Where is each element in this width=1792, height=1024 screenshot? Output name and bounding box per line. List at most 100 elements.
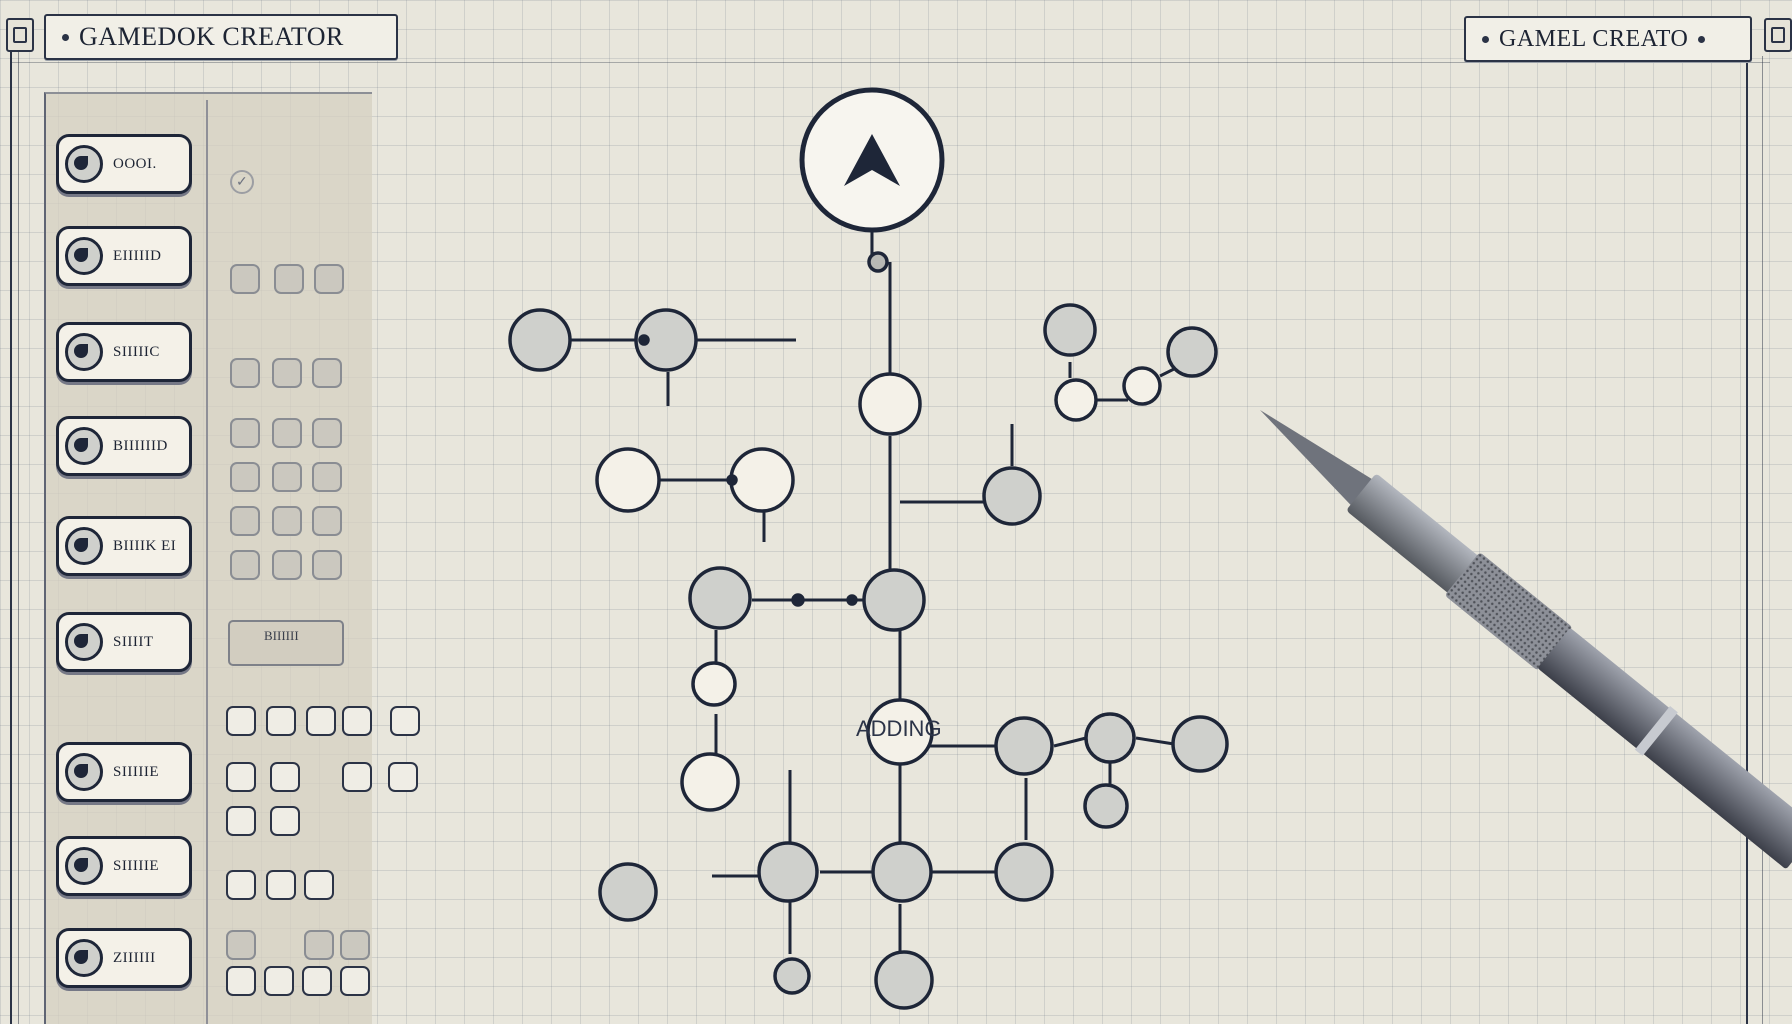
graph-node[interactable] [691,661,737,707]
nav-button-5[interactable]: BIIIIK EI [56,516,192,576]
nav-label: BIIIIK EI [113,537,177,554]
connector-dot [867,251,889,273]
app-corner-icon-left[interactable] [6,18,34,52]
palette-icon[interactable] [302,966,332,996]
frame-left-line-2 [18,50,19,1024]
nav-button-6[interactable]: SIIIIT [56,612,192,672]
graph-node[interactable] [858,372,922,436]
graph-node[interactable] [773,957,811,995]
palette-icon[interactable] [272,506,302,536]
palette-icon[interactable] [304,930,334,960]
nav-button-8[interactable]: SIIIIIE [56,836,192,896]
graph-node[interactable] [1166,326,1218,378]
connector-dot [846,594,858,606]
palette-icon[interactable] [230,358,260,388]
palette-icon[interactable] [312,358,342,388]
graph-node[interactable] [994,842,1054,902]
palette-icon[interactable] [226,706,256,736]
nav-button-1[interactable]: OOOI. [56,134,192,194]
adding-node[interactable] [866,698,934,766]
nav-button-9[interactable]: ZIIIIII [56,928,192,988]
palette-icon[interactable] [272,358,302,388]
graph-edge [1135,736,1175,746]
palette-icon[interactable] [312,418,342,448]
graph-node[interactable] [1083,783,1129,829]
palette-icon[interactable] [266,706,296,736]
check-icon[interactable] [230,170,254,194]
graph-node[interactable] [508,308,572,372]
palette-icon[interactable] [274,264,304,294]
adding-label: ADDING [856,716,942,741]
bird-icon [65,427,103,465]
bullet-icon [1698,35,1706,43]
palette-icon[interactable] [266,870,296,900]
graph-node[interactable] [874,950,934,1010]
graph-node[interactable] [1043,303,1097,357]
connector-dot [726,474,738,486]
bird-icon [65,145,103,183]
palette-icon[interactable] [390,706,420,736]
palette-icon[interactable] [226,966,256,996]
nav-button-7[interactable]: SIIIIIE [56,742,192,802]
palette-icon[interactable] [270,762,300,792]
graph-node[interactable] [598,862,658,922]
graph-node[interactable] [1171,715,1229,773]
palette-icon[interactable] [270,806,300,836]
palette-icon[interactable] [230,418,260,448]
palette-icon[interactable] [230,506,260,536]
palette-icon[interactable] [230,264,260,294]
palette-icon[interactable] [312,506,342,536]
palette-icon[interactable] [388,762,418,792]
nav-label: SIIIIT [113,633,154,650]
palette-icon[interactable] [304,870,334,900]
palette-icon[interactable] [226,806,256,836]
frame-right-line [1746,56,1748,1024]
graph-node[interactable] [994,716,1054,776]
palette-icon[interactable] [226,930,256,960]
palette-icon[interactable] [226,870,256,900]
graph-node[interactable] [688,566,752,630]
palette-icon[interactable] [342,706,372,736]
bird-icon [65,753,103,791]
palette-icon[interactable] [272,462,302,492]
graph-node[interactable] [757,841,819,903]
palette-icon[interactable] [312,550,342,580]
nav-button-3[interactable]: SIIIIIC [56,322,192,382]
nav-label: SIIIIIE [113,763,159,780]
graph-node[interactable] [595,447,661,513]
palette-icon[interactable] [272,418,302,448]
palette-icon[interactable] [340,930,370,960]
bird-icon [65,333,103,371]
graph-node[interactable] [1122,366,1162,406]
graph-node[interactable] [982,466,1042,526]
palette-icon[interactable] [312,462,342,492]
app-corner-icon-right[interactable] [1764,18,1792,52]
nav-button-4[interactable]: BIIIIIID [56,416,192,476]
graph-node[interactable] [1084,712,1136,764]
graph-node[interactable] [680,752,740,812]
nav-label: BIIIIIID [113,437,168,454]
palette-icon[interactable] [342,762,372,792]
nav-label: SIIIIIE [113,857,159,874]
palette-icon[interactable] [340,966,370,996]
graph-node[interactable] [729,447,795,513]
graph-node[interactable] [634,308,698,372]
graph-node[interactable] [1054,378,1098,422]
palette-icon[interactable] [264,966,294,996]
palette-icon[interactable] [226,762,256,792]
up-arrow-icon [844,134,900,186]
palette-icon[interactable] [230,550,260,580]
graph-node[interactable] [862,568,926,632]
graph-nodes[interactable] [508,87,1229,1010]
sidebar-divider [206,100,208,1024]
graph-node[interactable] [871,841,933,903]
palette-wide-button[interactable]: BIIIIII [228,620,344,666]
palette-icon[interactable] [306,706,336,736]
frame-right-line-2 [1762,56,1763,1024]
palette-icon[interactable] [272,550,302,580]
palette-icon[interactable] [314,264,344,294]
palette-icon[interactable] [230,462,260,492]
graph-edge [1053,736,1087,748]
nav-button-2[interactable]: EIIIIID [56,226,192,286]
